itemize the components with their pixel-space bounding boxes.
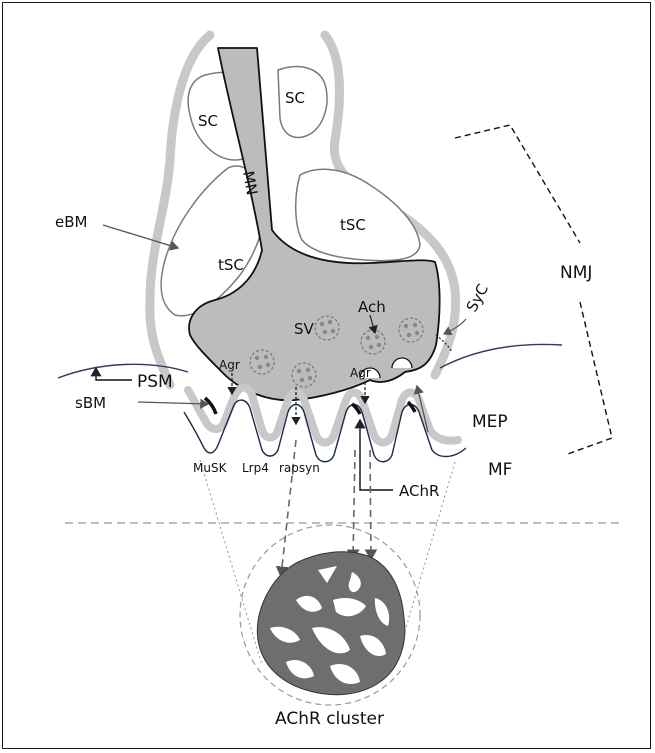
label-sv: SV <box>294 320 315 338</box>
label-sc-left: SC <box>198 112 218 130</box>
label-sc-right: SC <box>285 89 305 107</box>
label-nmj: NMJ <box>560 263 592 283</box>
cluster-arrow-right <box>370 450 371 559</box>
achr-cluster <box>257 552 404 695</box>
label-achr-cluster: AChR cluster <box>275 709 384 729</box>
label-tsc-right: tSC <box>340 216 366 234</box>
label-mf: MF <box>488 460 512 480</box>
vesicle <box>292 363 316 387</box>
muscle-fiber-membrane-right <box>440 344 562 368</box>
vesicle <box>399 318 423 342</box>
label-lrp4: Lrp4 <box>242 461 269 475</box>
vesicle <box>315 316 339 340</box>
label-mep: MEP <box>472 412 508 432</box>
label-ebm: eBM <box>55 213 87 231</box>
cluster-arrow-mid <box>353 450 355 559</box>
label-sbm: sBM <box>75 394 106 412</box>
label-musk: MuSK <box>193 461 228 475</box>
label-rapsyn: rapsyn <box>279 461 320 475</box>
psm-pointer <box>96 368 132 380</box>
terminal-schwann-cell-right <box>296 169 420 260</box>
label-syc: SyC <box>463 281 492 315</box>
label-agr-left: Agr <box>219 358 240 372</box>
label-psm: PSM <box>137 372 173 392</box>
label-agr-right: Agr <box>350 366 371 380</box>
vesicle <box>361 330 385 354</box>
vesicle <box>250 350 274 374</box>
label-ach: Ach <box>358 298 386 316</box>
label-tsc-left: tSC <box>218 256 244 274</box>
ebm-pointer <box>103 225 178 248</box>
label-achr: AChR <box>399 482 439 500</box>
